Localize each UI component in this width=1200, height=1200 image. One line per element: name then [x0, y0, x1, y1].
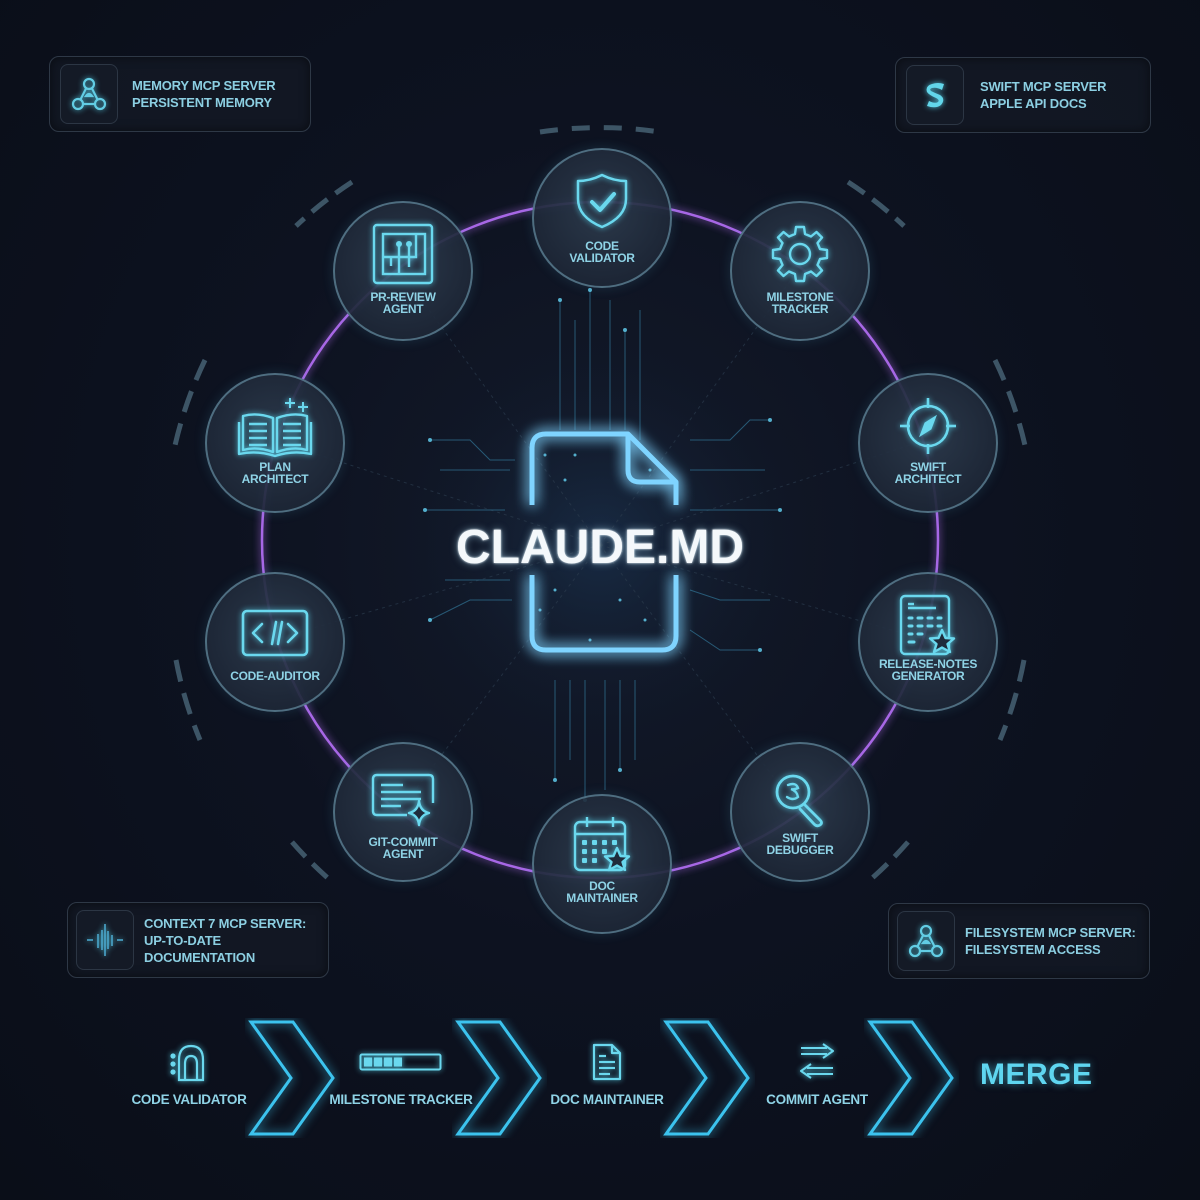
open-book-icon: [235, 393, 315, 459]
agent-label-line2: AGENT: [382, 302, 424, 316]
agent-pr-review[interactable]: PR-REVIEW AGENT: [333, 201, 473, 341]
pipeline-step-label: CODE VALIDATOR: [131, 1092, 247, 1107]
code-brackets-icon: [240, 600, 310, 666]
gear-icon: [769, 221, 831, 287]
agent-label-line2: GENERATOR: [891, 669, 965, 683]
agent-label-line2: MAINTAINER: [566, 891, 638, 905]
chevron-arrow-icon: [867, 1020, 954, 1136]
chevron-arrow-icon: [663, 1020, 750, 1136]
blueprint-icon: [371, 221, 435, 287]
pipeline-step-label: MILESTONE TRACKER: [329, 1092, 473, 1107]
pipeline-merge-label[interactable]: MERGE: [980, 1058, 1093, 1091]
mcp-title: MEMORY MCP SERVER: [132, 78, 276, 93]
agent-label-line1: PLAN: [259, 460, 291, 474]
calendar-star-icon: [571, 812, 633, 878]
agent-plan-architect[interactable]: PLAN ARCHITECT: [205, 373, 345, 513]
network-nodes-icon: [60, 64, 118, 124]
compass-icon: [896, 393, 960, 459]
mcp-subtitle: PERSISTENT MEMORY: [132, 95, 272, 110]
chevron-arrow-icon: [455, 1020, 542, 1136]
pipeline-step-label: COMMIT AGENT: [766, 1092, 868, 1107]
pipeline-step-label: DOC MAINTAINER: [550, 1092, 664, 1107]
center-file-title: CLAUDE.MD: [456, 521, 744, 574]
mcp-title: CONTEXT 7 MCP SERVER:: [144, 915, 307, 931]
agent-label-line2: ARCHITECT: [894, 472, 962, 486]
mcp-card-memory[interactable]: MEMORY MCP SERVER PERSISTENT MEMORY: [49, 56, 311, 132]
agent-milestone-tracker[interactable]: MILESTONE TRACKER: [730, 201, 870, 341]
mcp-subtitle-2: DOCUMENTATION: [144, 949, 256, 965]
mcp-subtitle: FILESYSTEM ACCESS: [965, 942, 1101, 957]
magnifier-icon: [770, 766, 830, 832]
agent-label-line1: GIT-COMMIT: [368, 835, 438, 849]
pipeline-step-commit-agent[interactable]: COMMIT AGENT: [732, 1040, 902, 1107]
agent-label-line1: RELEASE-NOTES: [878, 657, 978, 671]
mcp-card-swift[interactable]: SWIFT MCP SERVER APPLE API DOCS: [895, 57, 1151, 133]
agent-label-line2: VALIDATOR: [569, 251, 635, 265]
agent-label-line2: AGENT: [382, 847, 424, 861]
mcp-title: SWIFT MCP SERVER: [980, 79, 1107, 94]
mcp-card-context7[interactable]: CONTEXT 7 MCP SERVER: UP-TO-DATE DOCUMEN…: [67, 902, 329, 978]
signal-bars-icon: [76, 910, 134, 970]
agent-swift-debugger[interactable]: SWIFT DEBUGGER: [730, 742, 870, 882]
message-sparkle-icon: [369, 766, 437, 832]
agent-label-line1: CODE-AUDITOR: [230, 669, 320, 683]
swap-arrows-icon: [797, 1040, 837, 1084]
calendar-star-icon: [896, 592, 960, 658]
arch-lock-icon: [167, 1040, 211, 1084]
agent-label-line1: SWIFT: [782, 831, 818, 845]
mcp-subtitle: UP-TO-DATE: [144, 932, 221, 948]
network-nodes-icon: [897, 911, 955, 971]
agent-git-commit[interactable]: GIT-COMMIT AGENT: [333, 742, 473, 882]
document-lines-icon: [590, 1040, 624, 1084]
pipeline-step-doc-maintainer[interactable]: DOC MAINTAINER: [522, 1040, 692, 1107]
agent-label-line1: DOC: [589, 879, 615, 893]
mcp-subtitle: APPLE API DOCS: [980, 96, 1087, 111]
shield-check-icon: [574, 168, 630, 234]
agent-label-line1: CODE: [585, 239, 619, 253]
agent-label-line1: SWIFT: [910, 460, 946, 474]
mcp-card-filesystem[interactable]: FILESYSTEM MCP SERVER: FILESYSTEM ACCESS: [888, 903, 1150, 979]
agent-release-notes-generator[interactable]: RELEASE-NOTES GENERATOR: [858, 572, 998, 712]
agent-doc-maintainer[interactable]: DOC MAINTAINER: [532, 794, 672, 934]
agent-swift-architect[interactable]: SWIFT ARCHITECT: [858, 373, 998, 513]
agent-label-line2: ARCHITECT: [241, 472, 309, 486]
agent-label-line1: PR-REVIEW: [370, 290, 436, 304]
chevron-arrow-icon: [248, 1020, 335, 1136]
pipeline-step-code-validator[interactable]: CODE VALIDATOR: [104, 1040, 274, 1107]
agent-label-line2: DEBUGGER: [766, 843, 834, 857]
agent-label-line2: TRACKER: [771, 302, 829, 316]
progress-bar-icon: [359, 1040, 443, 1084]
agent-label-line1: MILESTONE: [766, 290, 834, 304]
agent-code-auditor[interactable]: CODE-AUDITOR: [205, 572, 345, 712]
agent-code-validator[interactable]: CODE VALIDATOR: [532, 148, 672, 288]
mcp-title: FILESYSTEM MCP SERVER:: [965, 925, 1136, 940]
swift-s-icon: [906, 65, 964, 125]
pipeline-step-milestone-tracker[interactable]: MILESTONE TRACKER: [316, 1040, 486, 1107]
